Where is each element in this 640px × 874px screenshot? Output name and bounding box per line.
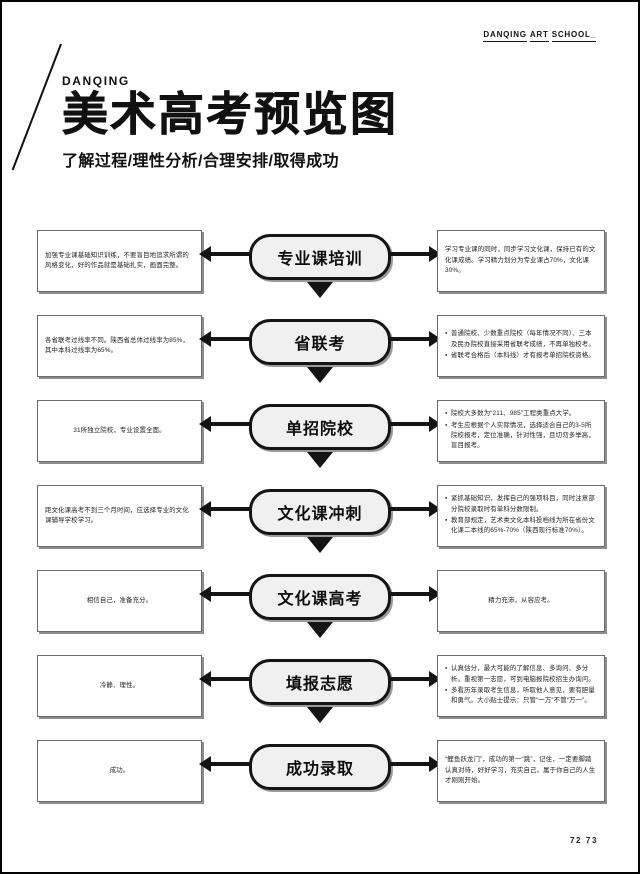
logo-line-3: SCHOOL_	[551, 30, 596, 42]
right-note-bullet-list: 普通院校、少数重点院校（每年情况不同）、三本及民办院校直接采用省联考成绩，不再单…	[445, 329, 597, 361]
left-note-box: 加强专业课基础知识训练，不要盲目地追求所谓的风格变化，好的作品就是基础扎实，画面…	[37, 230, 202, 292]
page-subtitle: 了解过程/理性分析/合理安排/取得成功	[62, 153, 339, 170]
decorative-slash	[11, 43, 62, 171]
arrow-right-icon	[388, 246, 441, 262]
right-note-box: 院校大多数为“211、985”工程类重点大学。考生应根据个人实际情况，选择适合自…	[437, 400, 605, 462]
right-note-bullet: 认真估分，最大可能的了解信息、多询问、多分析。重视第一志愿，可到电脑报院校招生办…	[445, 664, 597, 685]
arrow-down-icon	[307, 367, 333, 383]
right-note-box: 认真估分，最大可能的了解信息、多询问、多分析。重视第一志愿，可到电脑报院校招生办…	[437, 655, 605, 717]
left-note-text: 距文化课高考不到三个月时间，应选择专业的文化课辅导学校学习。	[45, 506, 189, 524]
right-note-text: 学习专业课的同时，同步学习文化课，保持已有的文化课成绩。学习精力划分为专业课占7…	[445, 246, 596, 275]
left-note-text: 各省联考过线率不同。陕西省总体过线率为85%，其中本科过线率为65%。	[45, 336, 190, 354]
poster-header: DANQING 美术高考预览图 了解过程/理性分析/合理安排/取得成功	[62, 74, 398, 171]
flow-row: 距文化课高考不到三个月时间，应选择专业的文化课辅导学校学习。 文化课冲刺 紧抓基础知…	[2, 479, 638, 564]
flow-row: 冷静、理性。 填报志愿 认真估分，最大可能的了解信息、多询问、多分析。重视第一志愿，…	[2, 649, 638, 734]
stage-pill[interactable]: 文化课高考	[249, 574, 391, 620]
right-note-box: 紧抓基础知识，发挥自己的强项科目，同时注意部分院校录取时有单科分数限制。教育部规…	[437, 485, 605, 547]
stage-pill[interactable]: 单招院校	[249, 404, 391, 450]
arrow-right-icon	[388, 501, 441, 517]
left-note-text: 相信自己，准备充分。	[86, 596, 153, 604]
left-note-box: 31所独立院校，专业设置全面。	[37, 400, 202, 462]
arrow-down-icon	[307, 537, 333, 553]
right-note-bullet: 教育部规定，艺术类文化本科投档线为所在省份文化课二本线的65%-70%（陕西现行…	[445, 516, 597, 537]
flow-row: 31所独立院校，专业设置全面。 单招院校 院校大多数为“211、985”工程类重点大…	[2, 394, 638, 479]
left-note-text: 31所独立院校，专业设置全面。	[73, 426, 166, 434]
left-note-text: 加强专业课基础知识训练，不要盲目地追求所谓的风格变化，好的作品就是基础扎实，画面…	[45, 251, 189, 269]
arrow-down-icon	[307, 282, 333, 298]
right-note-bullet-list: 紧抓基础知识，发挥自己的强项科目，同时注意部分院校录取时有单科分数限制。教育部规…	[445, 494, 597, 537]
right-note-text: “鲤鱼跃龙门”，成功的第一“跳”，记住，一定要脚踏认真对待，好好学习，充实自己。…	[445, 756, 596, 785]
arrow-down-icon	[307, 707, 333, 723]
page-number: 72 73	[569, 836, 598, 845]
right-note-bullet-list: 院校大多数为“211、985”工程类重点大学。考生应根据个人实际情况，选择适合自…	[445, 409, 597, 452]
right-note-text: 紧抓基础知识，发挥自己的强项科目，同时注意部分院校录取时有单科分数限制。教育部规…	[445, 494, 597, 538]
brand-eyebrow: DANQING	[62, 74, 130, 88]
right-note-box: 精力充沛，从容应考。	[437, 570, 605, 632]
right-note-text: 认真估分，最大可能的了解信息、多询问、多分析。重视第一志愿，可到电脑报院校招生办…	[445, 664, 597, 708]
arrow-left-icon	[199, 331, 252, 347]
arrow-left-icon	[199, 586, 252, 602]
arrow-left-icon	[199, 756, 252, 772]
right-note-text: 院校大多数为“211、985”工程类重点大学。考生应根据个人实际情况，选择适合自…	[445, 409, 597, 453]
arrow-right-icon	[388, 671, 441, 687]
right-note-box: “鲤鱼跃龙门”，成功的第一“跳”，记住，一定要脚踏认真对待，好好学习，充实自己。…	[437, 740, 605, 802]
right-note-bullet: 紧抓基础知识，发挥自己的强项科目，同时注意部分院校录取时有单科分数限制。	[445, 494, 597, 515]
flow-row: 各省联考过线率不同。陕西省总体过线率为85%，其中本科过线率为65%。 省联考 普通…	[2, 309, 638, 394]
right-note-bullet: 多看历年录取考生信息，听取他人意见，要有胆量和勇气。大小贴士提示：只管“一万”不…	[445, 686, 597, 707]
right-note-bullet: 普通院校、少数重点院校（每年情况不同）、三本及民办院校直接采用省联考成绩，不再单…	[445, 329, 597, 350]
left-note-box: 成功。	[37, 740, 202, 802]
flow-row: 成功。 成功录取 “鲤鱼跃龙门”，成功的第一“跳”，记住，一定要脚踏认真对待，好好学…	[2, 734, 638, 819]
arrow-left-icon	[199, 671, 252, 687]
right-note-bullet-list: 认真估分，最大可能的了解信息、多询问、多分析。重视第一志愿，可到电脑报院校招生办…	[445, 664, 597, 707]
stage-pill[interactable]: 专业课培训	[249, 234, 391, 280]
arrow-left-icon	[199, 416, 252, 432]
right-note-bullet: 考生应根据个人实际情况，选择适合自己的3-5所院校报考，定位准确，针对性强，且切…	[445, 421, 597, 452]
stage-pill[interactable]: 成功录取	[249, 744, 391, 790]
arrow-right-icon	[388, 416, 441, 432]
left-note-text: 冷静、理性。	[99, 681, 140, 689]
flow-row: 加强专业课基础知识训练，不要盲目地追求所谓的风格变化，好的作品就是基础扎实，画面…	[2, 224, 638, 309]
arrow-right-icon	[388, 331, 441, 347]
stage-pill[interactable]: 省联考	[249, 319, 391, 365]
right-note-box: 普通院校、少数重点院校（每年情况不同）、三本及民办院校直接采用省联考成绩，不再单…	[437, 315, 605, 377]
flowchart: 加强专业课基础知识训练，不要盲目地追求所谓的风格变化，好的作品就是基础扎实，画面…	[2, 224, 638, 819]
left-note-box: 距文化课高考不到三个月时间，应选择专业的文化课辅导学校学习。	[37, 485, 202, 547]
arrow-down-icon	[307, 622, 333, 638]
arrow-right-icon	[388, 756, 441, 772]
flow-row: 相信自己，准备充分。 文化课高考 精力充沛，从容应考。	[2, 564, 638, 649]
left-note-box: 冷静、理性。	[37, 655, 202, 717]
logo-line-2: ART	[529, 30, 549, 42]
right-note-text: 普通院校、少数重点院校（每年情况不同）、三本及民办院校直接采用省联考成绩，不再单…	[445, 329, 597, 362]
left-note-box: 相信自己，准备充分。	[37, 570, 202, 632]
arrow-left-icon	[199, 246, 252, 262]
right-note-bullet: 省联考合格后（本科线）才有报考单招院校资格。	[445, 351, 597, 361]
left-note-box: 各省联考过线率不同。陕西省总体过线率为85%，其中本科过线率为65%。	[37, 315, 202, 377]
logo-line-1: DANQING	[483, 30, 527, 42]
stage-pill[interactable]: 填报志愿	[249, 659, 391, 705]
page-title: 美术高考预览图	[62, 88, 398, 140]
arrow-right-icon	[388, 586, 441, 602]
left-note-text: 成功。	[109, 766, 130, 774]
arrow-down-icon	[307, 452, 333, 468]
right-note-bullet: 院校大多数为“211、985”工程类重点大学。	[445, 409, 597, 419]
arrow-left-icon	[199, 501, 252, 517]
danqing-art-school-logo: DANQING ART SCHOOL_	[483, 30, 596, 42]
stage-pill[interactable]: 文化课冲刺	[249, 489, 391, 535]
right-note-box: 学习专业课的同时，同步学习文化课，保持已有的文化课成绩。学习精力划分为专业课占7…	[437, 230, 605, 292]
right-note-text: 精力充沛，从容应考。	[488, 596, 554, 604]
